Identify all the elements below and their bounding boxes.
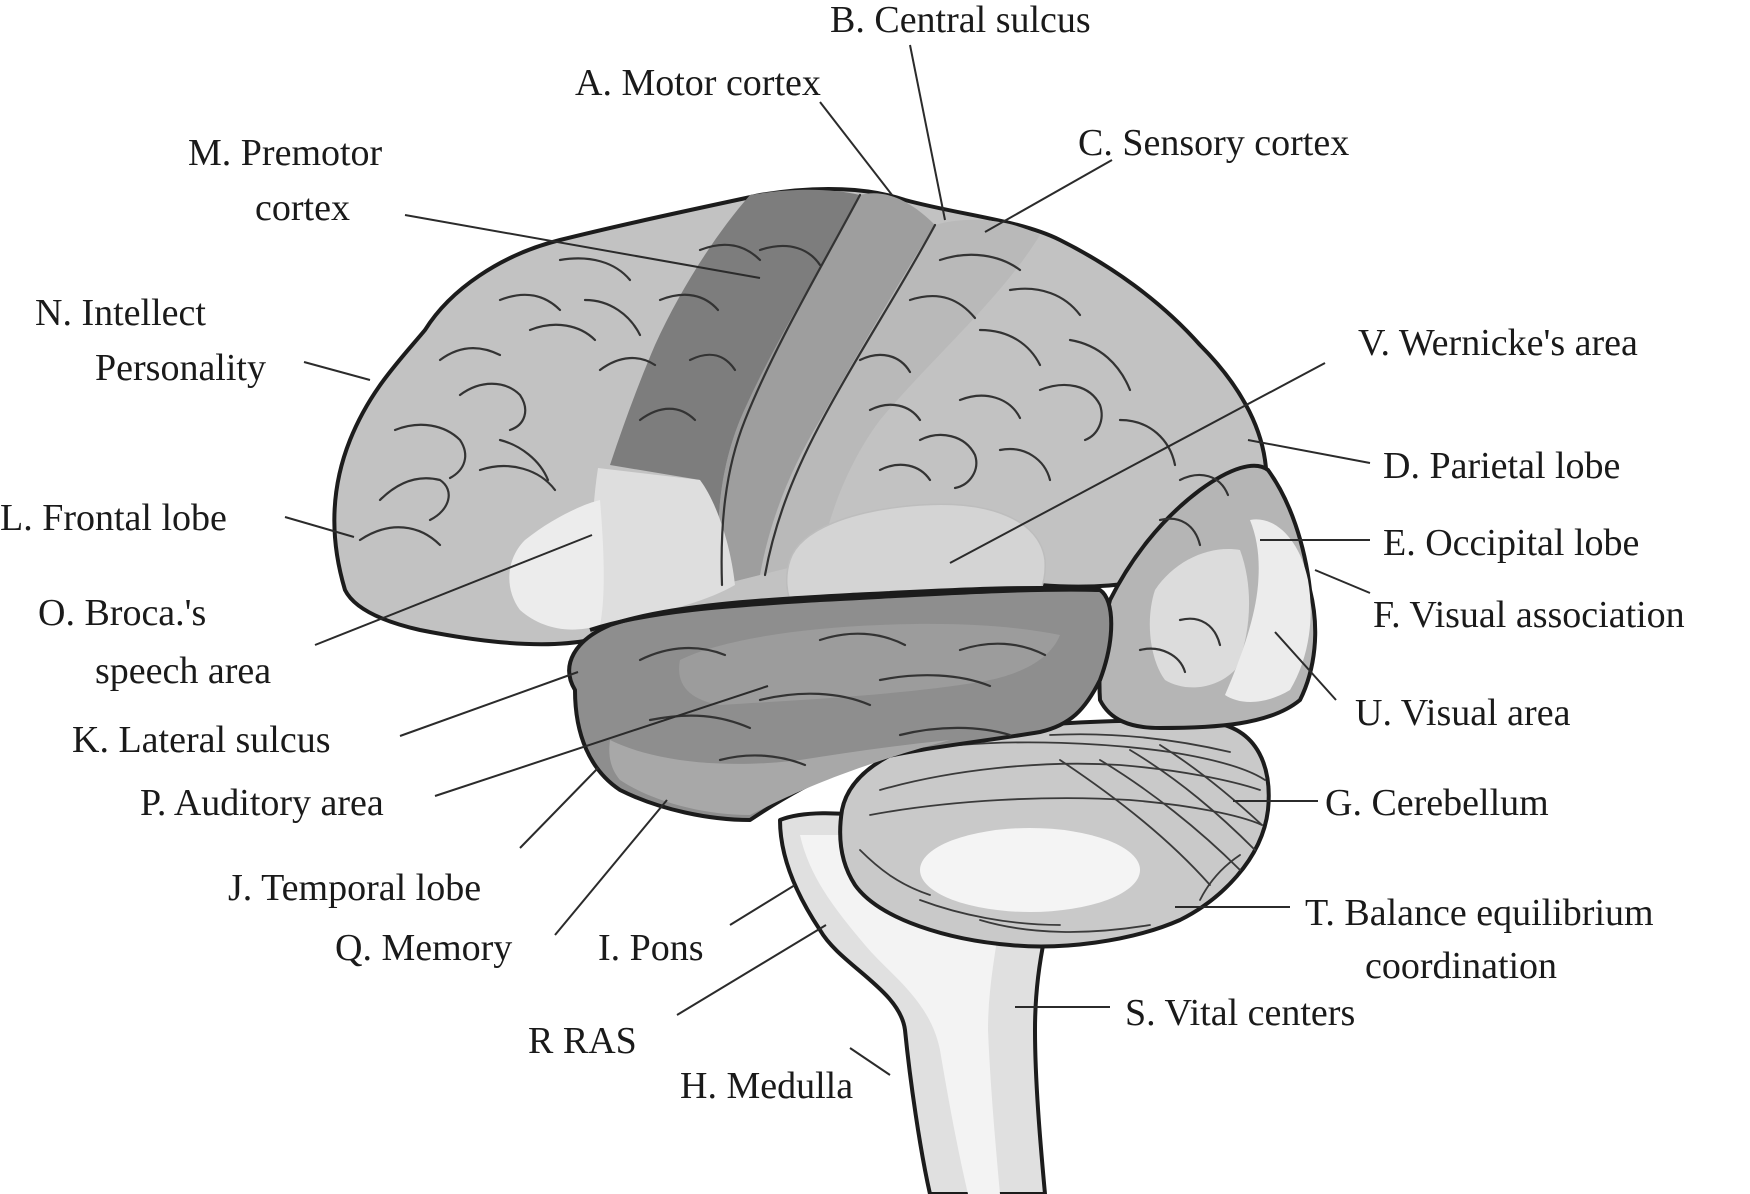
label-visual-association: F. Visual association xyxy=(1373,594,1685,636)
leader-lines xyxy=(284,44,1371,1076)
label-ras: R RAS xyxy=(528,1020,637,1062)
label-sensory-cortex: C. Sensory cortex xyxy=(1078,122,1349,164)
leader-r xyxy=(676,924,827,1016)
label-motor-cortex: A. Motor cortex xyxy=(575,62,821,104)
auditory-area-region xyxy=(679,623,1060,705)
premotor-cortex-region xyxy=(610,189,860,585)
labels: A. Motor cortex B. Central sulcus C. Sen… xyxy=(0,0,1685,1107)
leader-k xyxy=(399,671,579,737)
leader-p xyxy=(434,685,769,797)
label-broca-line1: O. Broca.'s xyxy=(38,592,206,634)
leader-j xyxy=(519,767,599,849)
label-occipital-lobe: E. Occipital lobe xyxy=(1383,522,1639,564)
lateral-sulcus-line xyxy=(589,587,1101,632)
leader-h xyxy=(849,1047,891,1076)
label-cerebellum: G. Cerebellum xyxy=(1325,782,1549,824)
label-balance-line1: T. Balance equilibrium xyxy=(1305,892,1654,934)
visual-area-region xyxy=(1225,519,1311,702)
visual-association-region xyxy=(1149,549,1250,688)
sensory-cortex-region xyxy=(760,219,1040,575)
leader-m xyxy=(404,214,761,279)
label-intellect-line1: N. Intellect xyxy=(35,292,206,334)
leader-d xyxy=(1247,439,1371,464)
label-frontal-lobe: L. Frontal lobe xyxy=(0,497,227,539)
cerebellum-highlight xyxy=(920,828,1140,912)
leader-o xyxy=(314,534,593,646)
label-memory: Q. Memory xyxy=(335,927,512,969)
leader-b xyxy=(909,44,946,221)
leader-n xyxy=(303,361,371,381)
cerebellum-folia xyxy=(859,733,1266,933)
leader-f xyxy=(1314,569,1371,594)
label-premotor-line2: cortex xyxy=(255,187,350,229)
label-vital-centers: S. Vital centers xyxy=(1125,992,1355,1034)
leader-a xyxy=(819,101,893,196)
motor-cortex-region xyxy=(718,193,935,585)
temporal-lower-light xyxy=(609,740,950,815)
central-sulcus-line xyxy=(763,223,937,577)
label-pons: I. Pons xyxy=(598,927,704,969)
cortex-folds xyxy=(358,243,1230,767)
broca-area-light xyxy=(509,500,604,630)
label-intellect-line2: Personality xyxy=(95,347,266,389)
label-broca-line2: speech area xyxy=(95,650,271,692)
leader-q xyxy=(554,799,668,936)
leader-u xyxy=(1274,631,1337,701)
label-auditory-area: P. Auditory area xyxy=(140,782,384,824)
label-balance-line2: coordination xyxy=(1365,945,1557,987)
leader-l xyxy=(284,516,355,538)
leader-c xyxy=(984,159,1113,233)
label-medulla: H. Medulla xyxy=(680,1065,853,1107)
label-central-sulcus: B. Central sulcus xyxy=(830,0,1091,41)
label-parietal-lobe: D. Parietal lobe xyxy=(1383,445,1620,487)
label-wernicke-area: V. Wernicke's area xyxy=(1358,322,1638,364)
broca-area-region xyxy=(592,468,735,625)
label-lateral-sulcus: K. Lateral sulcus xyxy=(72,719,331,761)
motor-boundary xyxy=(720,193,862,587)
label-premotor-line1: M. Premotor xyxy=(188,132,383,174)
leader-v xyxy=(949,362,1326,564)
label-visual-area: U. Visual area xyxy=(1355,692,1571,734)
label-temporal-lobe: J. Temporal lobe xyxy=(228,867,481,909)
leader-i xyxy=(729,884,796,926)
